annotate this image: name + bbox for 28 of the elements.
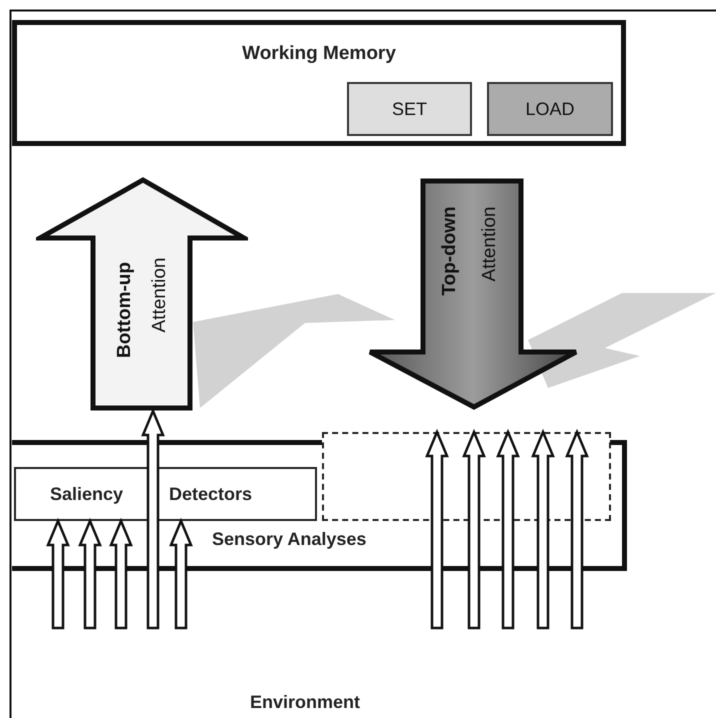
block-arrow: [141, 408, 165, 630]
detector-label: Detectors: [169, 483, 252, 505]
block-arrow: [565, 428, 589, 630]
attention-type-label: Top-down: [439, 205, 461, 298]
attention-label: Attention: [149, 256, 171, 334]
operation-label: LOAD: [524, 98, 576, 120]
environment-label: Environment: [250, 691, 360, 713]
attention-label: Attention: [479, 206, 501, 284]
memory-title: Working Memory: [241, 43, 397, 65]
block-arrow: [169, 518, 193, 630]
memory-box: [12, 20, 626, 146]
block-arrow: [531, 428, 555, 630]
detector-box: [14, 467, 317, 521]
top-down-arrow: [366, 178, 580, 411]
block-arrow: [46, 518, 70, 630]
sensory-band: [12, 440, 627, 571]
block-arrow: [425, 428, 449, 630]
block-arrow: [78, 518, 102, 630]
block-arrow: [109, 518, 133, 630]
bottom-up-arrow: [36, 177, 248, 411]
band-label: Sensory Analyses: [212, 528, 366, 550]
attention-type-label: Bottom-up: [114, 260, 136, 360]
operation-label: SET: [390, 98, 428, 120]
block-arrow: [496, 428, 520, 630]
detector-label: Saliency: [50, 483, 124, 505]
memory-operation-box: [347, 82, 472, 136]
block-arrow: [462, 428, 486, 630]
memory-operation-box: [487, 82, 613, 136]
